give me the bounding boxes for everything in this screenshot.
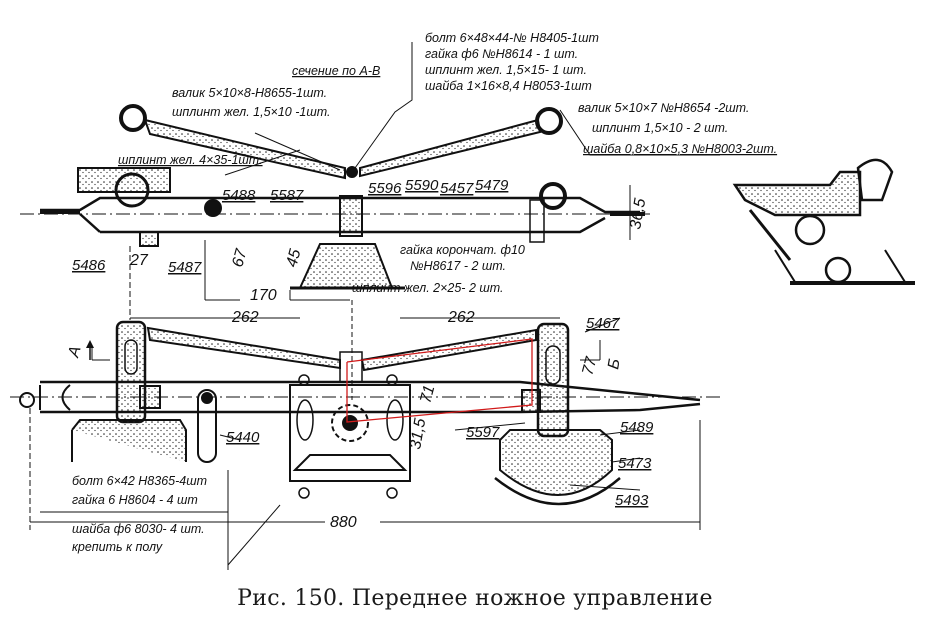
dimension-labels: 27 67 45 170 262 262 36,5 77 71 31,5 880 xyxy=(129,197,649,531)
center-pivot xyxy=(342,415,358,431)
part-5457: 5457 xyxy=(440,180,474,197)
part-5596: 5596 xyxy=(368,180,402,197)
left-rod xyxy=(143,118,346,180)
part-5487: 5487 xyxy=(168,259,202,276)
left-pedal-pad xyxy=(77,167,171,193)
part-5473: 5473 xyxy=(618,455,652,472)
center-bracket-column xyxy=(339,195,363,237)
right-upright-ring xyxy=(539,182,567,210)
section-label: сечение по А-В xyxy=(292,64,380,78)
dim-36-5: 36,5 xyxy=(627,197,649,231)
side-shaft-circle xyxy=(794,214,826,246)
right-pedal-lever xyxy=(536,322,570,438)
dim-71: 71 xyxy=(417,383,438,405)
part-5467: 5467 xyxy=(586,315,620,332)
note-cotter-left: шплинт жел. 1,5×10 -1шт. xyxy=(172,105,330,119)
section-marker-b: Б xyxy=(605,357,624,370)
note-nut-6: гайка 6 Н8604 - 4 шт xyxy=(72,493,198,507)
section-marker-a: А xyxy=(65,344,84,360)
left-eye-ring xyxy=(119,104,147,132)
linkage-rods-upper xyxy=(119,104,563,180)
bearing-5488 xyxy=(204,199,222,217)
bracket-5440 xyxy=(197,389,217,463)
part-numbers: 5486 5487 5488 5587 5596 5590 5457 5479 … xyxy=(72,177,654,509)
side-pedal-hub xyxy=(824,256,852,284)
plan-tube-end-eye xyxy=(19,392,35,408)
part-5489: 5489 xyxy=(620,419,654,436)
note-cotter: шплинт жел. 1,5×15- 1 шт. xyxy=(425,63,587,77)
dim-170: 170 xyxy=(250,287,277,304)
part-5440: 5440 xyxy=(226,429,260,446)
part-5590: 5590 xyxy=(405,177,439,194)
left-pedal-hub xyxy=(114,172,150,208)
note-washer: шайба 1×16×8,4 Н8053-1шт xyxy=(425,79,592,93)
right-eye-ring xyxy=(535,107,563,135)
note-valik-left: валик 5×10×8-Н8655-1шт. xyxy=(172,86,327,100)
annotations: болт 6×48×44-№ Н8405-1шт гайка ф6 №Н8614… xyxy=(72,31,777,554)
dim-31-5: 31,5 xyxy=(407,417,429,451)
left-pedal-pad-plan xyxy=(71,419,187,462)
part-5486: 5486 xyxy=(72,257,106,274)
plan-left-rod xyxy=(146,326,341,370)
note-washer-right: шайба 0,8×10×5,3 №Н8003-2шт. xyxy=(583,142,777,156)
dim-45: 45 xyxy=(283,247,304,269)
figure-caption: Рис. 150. Переднее ножное управление xyxy=(237,586,713,611)
center-bracket-plan xyxy=(289,384,411,482)
side-shaft-housing xyxy=(732,170,862,217)
part-5493: 5493 xyxy=(615,492,649,509)
right-pedal-pad-plan xyxy=(499,429,613,496)
side-view xyxy=(732,158,915,285)
note-cotter-right: шплинт 1,5×10 - 2 шт. xyxy=(592,121,728,135)
main-shaft-bottom xyxy=(100,216,606,234)
side-lever-head xyxy=(856,158,894,202)
note-washer-6: шайба ф6 8030- 4 шт. xyxy=(72,522,205,536)
part-5479: 5479 xyxy=(475,177,509,194)
note-bolt-6x42: болт 6×42 Н8365-4шт xyxy=(72,474,207,488)
note-nut: гайка ф6 №Н8614 - 1 шт. xyxy=(425,47,578,61)
dim-262-right: 262 xyxy=(447,309,475,326)
dim-262-left: 262 xyxy=(231,309,259,326)
right-rod xyxy=(359,118,542,178)
note-cotter-4x35: шплинт жел. 4×35-1шт. xyxy=(118,153,263,167)
dim-27: 27 xyxy=(129,252,149,269)
section-markers: А Б xyxy=(65,340,624,371)
part-5597: 5597 xyxy=(466,424,500,441)
section-view xyxy=(20,42,720,330)
red-highlight-lines xyxy=(346,338,533,423)
note-castle-nut: гайка корончат. ф10 xyxy=(400,243,525,257)
plan-tube-bottom xyxy=(40,402,701,414)
note-valik-right: валик 5×10×7 №Н8654 -2шт. xyxy=(578,101,749,115)
part-5488: 5488 xyxy=(222,187,256,204)
note-floor-mount: крепить к полу xyxy=(72,540,163,554)
note-castle-nut-num: №Н8617 - 2 шт. xyxy=(410,259,506,273)
dim-67: 67 xyxy=(229,246,250,269)
plan-right-rod xyxy=(360,328,537,372)
dim-77: 77 xyxy=(579,354,600,377)
center-pin xyxy=(346,166,358,178)
part-5587: 5587 xyxy=(270,187,304,204)
side-base xyxy=(774,249,907,283)
note-cotter-2x25: шплинт жел. 2×25- 2 шт. xyxy=(352,281,504,295)
plan-view xyxy=(10,316,720,570)
dim-880: 880 xyxy=(330,514,357,531)
note-bolt: болт 6×48×44-№ Н8405-1шт xyxy=(425,31,599,45)
